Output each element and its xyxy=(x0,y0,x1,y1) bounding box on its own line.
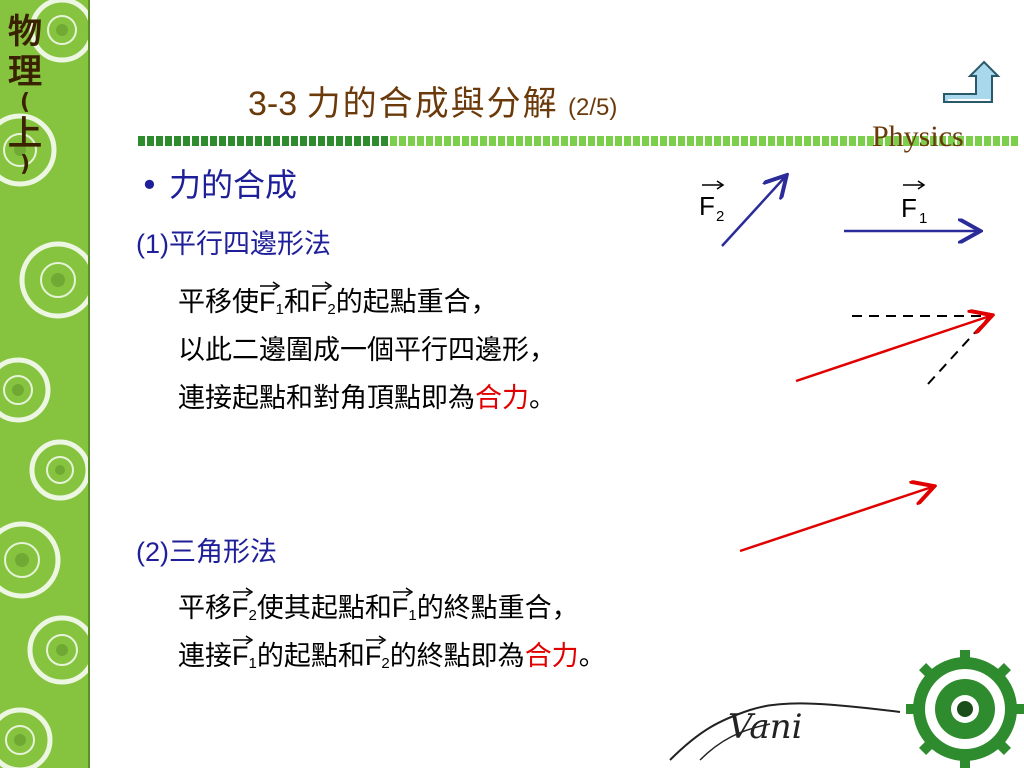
title-page: (2/5) xyxy=(568,94,618,121)
vector-f2-label: F xyxy=(699,191,715,221)
title-text: 力的合成與分解 xyxy=(306,84,559,124)
vector-letter: F xyxy=(364,641,382,671)
sidebar-char: 理 xyxy=(8,52,42,92)
vector-f2: F2 xyxy=(310,281,336,318)
vector-f1-label: F xyxy=(901,193,917,223)
vector-f2-sub: 2 xyxy=(716,208,724,225)
resultant-arrow-2 xyxy=(739,487,932,553)
return-arrow-icon[interactable] xyxy=(940,50,1004,110)
brand-label: Physics xyxy=(872,120,964,153)
vector-f2: F2 xyxy=(364,635,390,672)
vector-letter: F xyxy=(232,593,249,623)
sidebar-char: ) xyxy=(19,152,31,177)
method1-heading: (1)平行四邊形法 xyxy=(136,222,331,261)
text-segment: 。 xyxy=(529,383,556,414)
vector-letter: F xyxy=(259,287,276,317)
vector-f1: F1 xyxy=(232,635,257,672)
resultant-label: 合力 xyxy=(524,641,579,672)
vector-letter: F xyxy=(232,641,249,671)
sidebar-char: 上 xyxy=(8,114,42,154)
vector-subscript: 2 xyxy=(381,655,390,672)
vector-f2-arrow xyxy=(721,177,785,247)
sidebar-border xyxy=(88,0,90,768)
m1-line3: 連接起點和對角頂點即為合力。 xyxy=(178,376,556,415)
text-segment: 的終點即為 xyxy=(389,641,525,672)
gear-pattern xyxy=(0,0,88,768)
vector-letter: F xyxy=(391,593,409,623)
vani-logo: Vani xyxy=(669,702,901,761)
vector-f1-sub: 1 xyxy=(919,210,927,227)
method2-label: 三角形法 xyxy=(169,537,277,568)
vector-letter: F xyxy=(310,287,328,317)
vector-f1: F1 xyxy=(391,587,417,624)
method2-heading: (2)三角形法 xyxy=(136,530,277,569)
text-segment: 使其起點和 xyxy=(256,593,392,624)
vector-subscript: 1 xyxy=(248,655,257,672)
vector-f1: F1 xyxy=(259,281,284,318)
logo-text: Vani xyxy=(728,707,802,747)
m1-line2: 以此二邊圍成一個平行四邊形， xyxy=(178,335,556,366)
text-segment: 的起點重合， xyxy=(335,287,498,318)
text-segment: 連接 xyxy=(178,641,232,672)
sidebar-char: ( xyxy=(19,90,31,115)
page-title: 3-3 力的合成與分解 (2/5) xyxy=(248,76,617,125)
vector-subscript: 1 xyxy=(275,301,284,318)
section-heading: • 力的合成 xyxy=(140,160,297,206)
vector-f2: F2 xyxy=(232,587,257,624)
title-number: 3-3 xyxy=(248,85,298,123)
text-segment: 平移使 xyxy=(178,287,259,318)
resultant-arrow-1 xyxy=(795,316,990,383)
title-divider xyxy=(138,136,1020,146)
vector-subscript: 2 xyxy=(327,301,336,318)
sidebar: 物 理 ( 上 ) xyxy=(0,0,88,768)
text-segment: 連接起點和對角頂點即為 xyxy=(178,383,475,414)
sidebar-title: 物 理 ( 上 ) xyxy=(2,12,48,176)
heading-text: 力的合成 xyxy=(169,166,298,204)
method2-num: (2) xyxy=(136,537,169,567)
method1-label: 平行四邊形法 xyxy=(169,229,331,260)
sidebar-char: 物 xyxy=(8,12,42,52)
text-segment: 的終點重合， xyxy=(416,593,579,624)
bullet: • xyxy=(140,166,159,204)
resultant-label: 合力 xyxy=(475,383,529,414)
text-segment: 的起點和 xyxy=(256,641,365,672)
gear-icon xyxy=(906,650,1024,768)
text-segment: 和 xyxy=(283,287,311,318)
text-segment: 平移 xyxy=(178,593,232,624)
vector-subscript: 1 xyxy=(408,607,417,624)
text-segment: 。 xyxy=(578,641,606,672)
vector-subscript: 2 xyxy=(248,607,257,624)
method1-num: (1) xyxy=(136,229,169,259)
